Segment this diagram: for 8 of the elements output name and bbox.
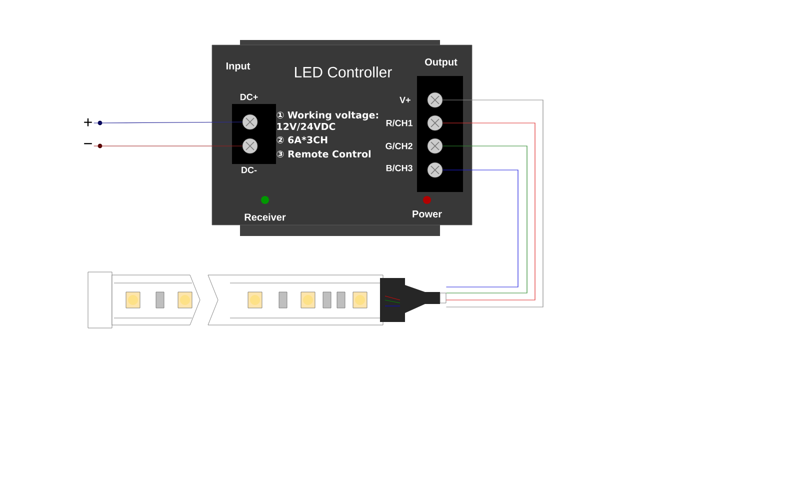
wire xyxy=(442,122,536,300)
wire xyxy=(442,146,528,294)
polarity-sign: − xyxy=(84,143,92,144)
wire xyxy=(94,122,243,124)
wire xyxy=(442,100,544,308)
led-strip-drawing xyxy=(88,272,446,328)
wire xyxy=(442,170,518,288)
polarity-sign: + xyxy=(84,118,92,126)
